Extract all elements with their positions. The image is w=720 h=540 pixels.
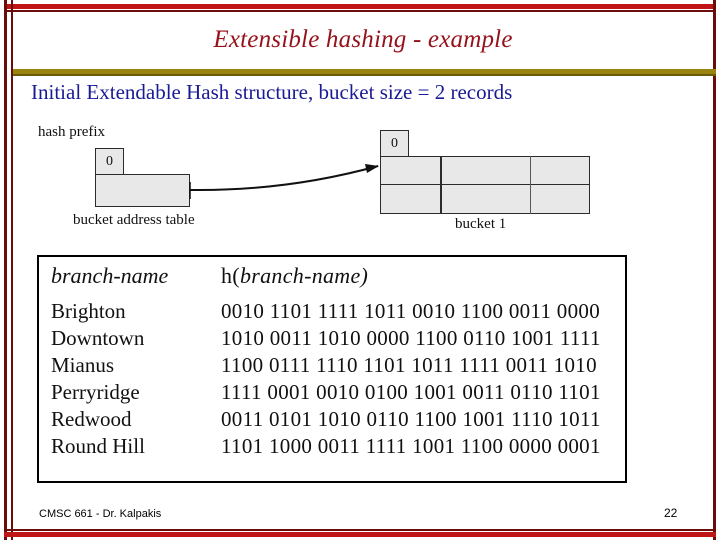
slide-subtitle: Initial Extendable Hash structure, bucke… <box>31 80 513 104</box>
hash-header-roman-part: h( <box>221 263 240 288</box>
table-body: Brighton 0010 1101 1111 1011 0010 1100 0… <box>39 299 625 459</box>
table-row: Downtown 1010 0011 1010 0000 1100 0110 1… <box>39 326 625 351</box>
cell-branch-name: Round Hill <box>51 434 145 458</box>
table-row: Redwood 0011 0101 1010 0110 1100 1001 11… <box>39 407 625 432</box>
cell-hash: 0011 0101 1010 0110 1100 1001 1110 1011 <box>221 407 601 431</box>
frame-right-border <box>713 0 716 540</box>
frame-top-accent <box>4 4 716 9</box>
title-divider-shadow <box>13 74 716 76</box>
footer-page-number: 22 <box>664 506 678 520</box>
pointer-arrow-icon <box>189 164 379 199</box>
bucket-1-label: bucket 1 <box>455 216 507 232</box>
cell-branch-name: Perryridge <box>51 380 140 404</box>
cell-branch-name: Mianus <box>51 353 114 377</box>
table-row: Mianus 1100 0111 1110 1101 1011 1111 001… <box>39 353 625 378</box>
cell-hash: 1111 0001 0010 0100 1001 0011 0110 1101 <box>221 380 601 404</box>
hash-header-italic-part: branch-name) <box>239 263 369 288</box>
table-row: Brighton 0010 1101 1111 1011 0010 1100 0… <box>39 299 625 324</box>
bucket-1-body <box>380 156 590 214</box>
extendable-hash-diagram: hash prefix 0 bucket address table 0 buc… <box>0 0 720 250</box>
frame-bottom-border <box>4 529 716 531</box>
column-header-hash: h(branch-name) <box>221 263 368 289</box>
table-row: Round Hill 1101 1000 0011 1111 1001 1100… <box>39 434 625 459</box>
cell-hash: 0010 1101 1111 1011 0010 1100 0011 0000 <box>221 299 600 323</box>
cell-hash: 1100 0111 1110 1101 1011 1111 0011 1010 <box>221 353 597 377</box>
cell-branch-name: Downtown <box>51 326 145 350</box>
hash-prefix-label: hash prefix <box>38 124 106 140</box>
cell-hash: 1101 1000 0011 1111 1001 1100 0000 0001 <box>221 434 601 458</box>
bucket-column-divider-2 <box>530 156 531 214</box>
hash-values-table: branch-name h(branch-name) Brighton 0010… <box>37 255 627 483</box>
column-header-branch-name: branch-name <box>51 263 169 288</box>
footer-course-label: CMSC 661 - Dr. Kalpakis <box>39 508 162 520</box>
frame-left-border <box>4 0 7 540</box>
cell-branch-name: Brighton <box>51 299 126 323</box>
frame-left-inner-border <box>11 0 13 540</box>
frame-bottom-accent <box>4 532 716 537</box>
cell-hash: 1010 0011 1010 0000 1100 0110 1001 1111 <box>221 326 601 350</box>
title-divider <box>13 69 716 74</box>
bucket-column-divider-1 <box>440 156 442 214</box>
bucket-address-table-label: bucket address table <box>73 212 195 228</box>
frame-top-border <box>4 10 716 12</box>
cell-branch-name: Redwood <box>51 407 132 431</box>
page-title: Extensible hashing - example <box>213 26 513 53</box>
bucket-row-divider <box>380 184 590 185</box>
table-row: Perryridge 1111 0001 0010 0100 1001 0011… <box>39 380 625 405</box>
table-header-row: branch-name h(branch-name) <box>39 257 625 289</box>
